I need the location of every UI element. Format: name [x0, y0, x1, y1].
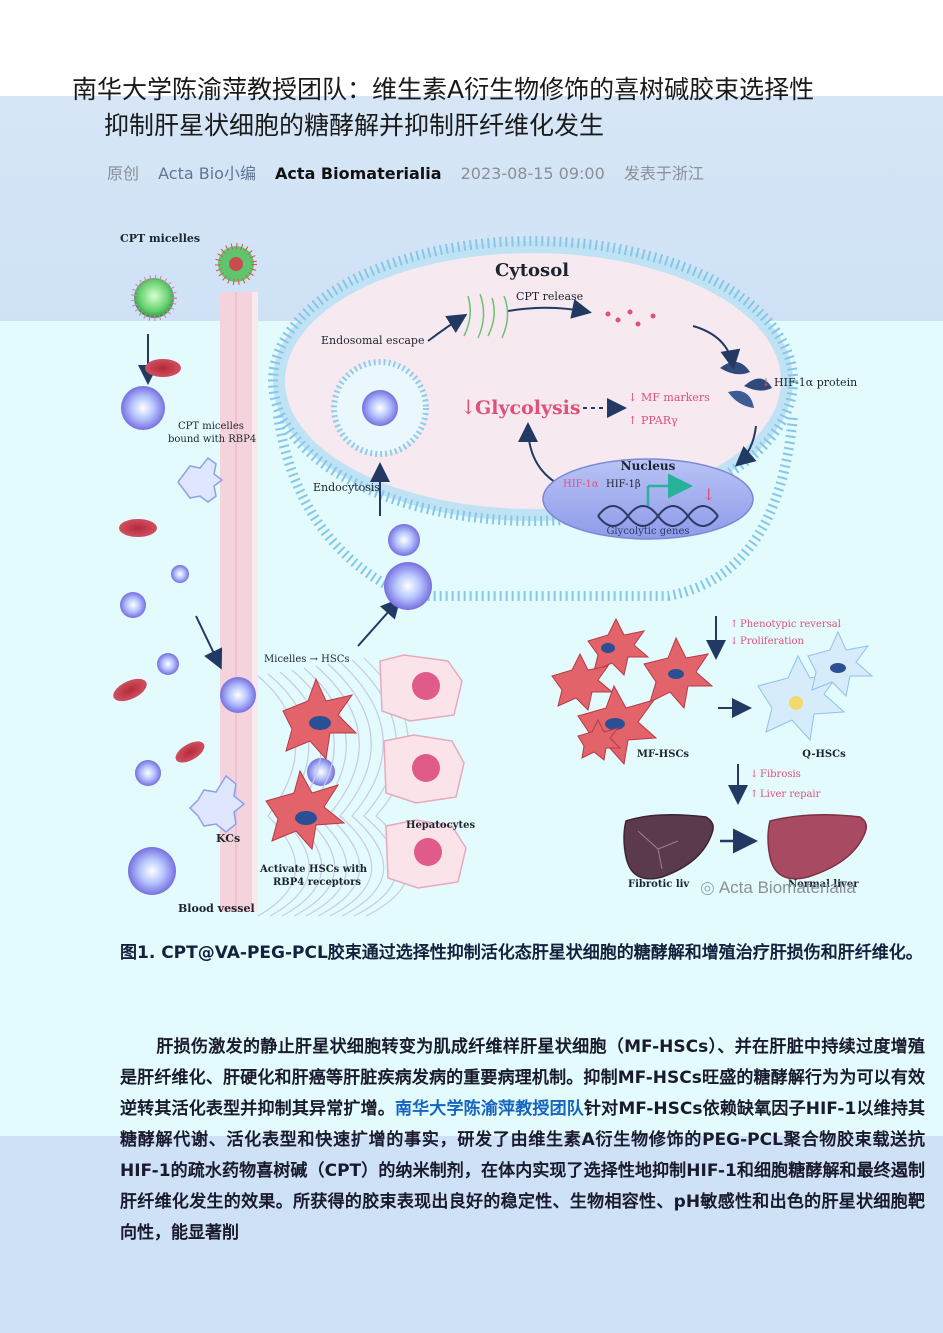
label-nucleus: Nucleus	[621, 459, 676, 473]
up-arrow-ppar: ↑	[628, 414, 637, 427]
label-endosomal-escape: Endosomal escape	[321, 334, 424, 347]
arrow-hif-to-nucleus	[734, 425, 757, 467]
cpt-micelle-2	[215, 243, 257, 285]
kc-cell	[188, 774, 246, 833]
small-micelle	[307, 758, 335, 786]
up-arrow-phenotypic-reversal: ↑	[730, 619, 738, 630]
label-hif1b: HIF-1β	[606, 479, 641, 490]
label-phenotypic-reversal: Phenotypic reversal	[740, 619, 841, 630]
small-micelle	[220, 677, 256, 713]
small-micelle	[120, 592, 146, 618]
kc-cell-top	[177, 456, 224, 503]
mf-hsc-cluster	[551, 617, 714, 766]
down-arrow-proliferation: ↓	[730, 636, 738, 647]
label-cpt-micelles: CPT micelles	[120, 232, 200, 245]
cpt-micelle-1	[131, 275, 177, 321]
label-mf-markers: MF markers	[641, 391, 710, 404]
account-link[interactable]: Acta Biomaterialia	[275, 164, 442, 183]
arrow-endosomal-escape	[427, 313, 468, 342]
down-arrow-mf-markers: ↓	[628, 391, 637, 404]
article-title-line1: 南华大学陈渝萍教授团队：维生素A衍生物修饰的喜树碱胶束选择性	[72, 75, 815, 104]
down-arrow-nucleus: ↓	[702, 485, 715, 504]
down-arrow-glycolysis: ↓	[460, 395, 477, 419]
background-band-bottom	[0, 1136, 943, 1333]
nucleus	[542, 458, 754, 540]
red-blood-cell	[113, 678, 147, 702]
label-bound-rbp4-line1: CPT micelles	[178, 421, 244, 432]
label-ppar: PPARγ	[641, 414, 678, 427]
label-kcs: KCs	[216, 832, 240, 845]
fibrotic-liver	[623, 814, 714, 880]
label-normal-liver: Normal liver	[788, 879, 859, 890]
figure-caption: 图1. CPT@VA-PEG-PCL胶束通过选择性抑制活化态肝星状细胞的糖酵解和…	[120, 943, 923, 963]
label-activate-hscs-line1: Activate HSCs with	[259, 864, 368, 875]
watermark-text: Acta Biomaterialia	[718, 878, 856, 897]
label-mf-hscs: MF-HSCs	[637, 749, 689, 760]
hepatocyte-column	[379, 654, 467, 889]
graphical-abstract-figure: Cytosol CPT release Endosomal escape	[108, 216, 878, 921]
small-micelle	[135, 760, 161, 786]
arrow-cpt-release	[507, 299, 592, 319]
highlight-team-name: 南华大学陈渝萍教授团队	[394, 1099, 584, 1119]
red-blood-cell	[175, 741, 205, 763]
label-blood-vessel: Blood vessel	[178, 902, 255, 915]
q-hsc-cluster	[757, 630, 874, 742]
small-micelle	[171, 565, 189, 583]
red-blood-cell	[119, 519, 157, 537]
label-bound-rbp4-line2: bound with RBP4	[168, 434, 256, 445]
article-title: 南华大学陈渝萍教授团队：维生素A衍生物修饰的喜树碱胶束选择性 抑制肝星状细胞的糖…	[72, 72, 912, 144]
paragraph-part1: 肝损伤激发的静止肝星状细胞转变为肌成纤维样肝星状细胞（MF-HSCs）、并在肝脏…	[120, 1037, 925, 1119]
label-hif1a: HIF-1α	[563, 479, 599, 490]
large-micelle	[128, 847, 176, 895]
paragraph-part2: 针对MF-HSCs依赖缺氧因子HIF-1以维持其糖酵解代谢、活化表型和快速扩增的…	[120, 1099, 926, 1243]
article-paragraph: 肝损伤激发的静止肝星状细胞转变为肌成纤维样肝星状细胞（MF-HSCs）、并在肝脏…	[120, 1032, 925, 1249]
label-activate-hscs-line2: RBP4 receptors	[273, 877, 361, 888]
label-q-hscs: Q-HSCs	[802, 749, 846, 760]
label-glycolytic-genes: Glycolytic genes	[606, 526, 689, 537]
author-link[interactable]: Acta Bio小编	[158, 164, 256, 183]
down-arrow-fibrosis: ↓	[750, 769, 758, 780]
released-drug-dots	[605, 309, 656, 327]
watermark: ◎Acta Biomaterialia	[700, 878, 856, 898]
article-title-line2: 抑制肝星状细胞的糖酵解并抑制肝纤维化发生	[104, 111, 605, 140]
wechat-icon: ◎	[700, 878, 715, 897]
arrow-release-to-hif	[692, 325, 741, 370]
article-meta: 原创 Acta Bio小编 Acta Biomaterialia 2023-08…	[107, 160, 718, 184]
arrow-nucleus-to-glycolysis	[518, 422, 559, 485]
arrow-micelles-to-cytosol	[357, 598, 401, 647]
publish-datetime: 2023-08-15 09:00	[460, 164, 605, 183]
figure-svg: Cytosol CPT release Endosomal escape	[113, 232, 874, 917]
activated-hsc	[265, 769, 346, 851]
arrow-to-vessel	[195, 615, 223, 670]
label-fibrosis: Fibrosis	[760, 769, 801, 780]
micelle-at-membrane	[388, 524, 420, 556]
label-hif-protein: HIF-1α protein	[774, 376, 857, 389]
red-blood-cell	[145, 359, 181, 377]
small-micelle	[157, 653, 179, 675]
label-endocytosis: Endocytosis	[313, 481, 380, 494]
normal-liver	[767, 814, 867, 880]
up-arrow-liver-repair: ↑	[750, 789, 758, 800]
label-hepatocytes: Hepatocytes	[406, 820, 475, 831]
label-glycolysis: Glycolysis	[475, 397, 581, 419]
label-cytosol: Cytosol	[495, 260, 569, 281]
label-fibrotic-liver: Fibrotic liv	[628, 879, 690, 890]
down-arrow-hif-protein: ↓	[761, 376, 770, 389]
label-liver-repair: Liver repair	[760, 789, 821, 800]
label-proliferation: Proliferation	[740, 636, 805, 647]
label-micelles-hscs: Micelles → HSCs	[264, 654, 350, 665]
publish-location: 发表于浙江	[623, 164, 704, 183]
rbp4-micelle	[121, 386, 165, 430]
label-cpt-release: CPT release	[516, 290, 583, 303]
original-tag: 原创	[107, 164, 140, 183]
micelle-entering-cell	[384, 562, 432, 610]
endosome	[331, 359, 429, 457]
